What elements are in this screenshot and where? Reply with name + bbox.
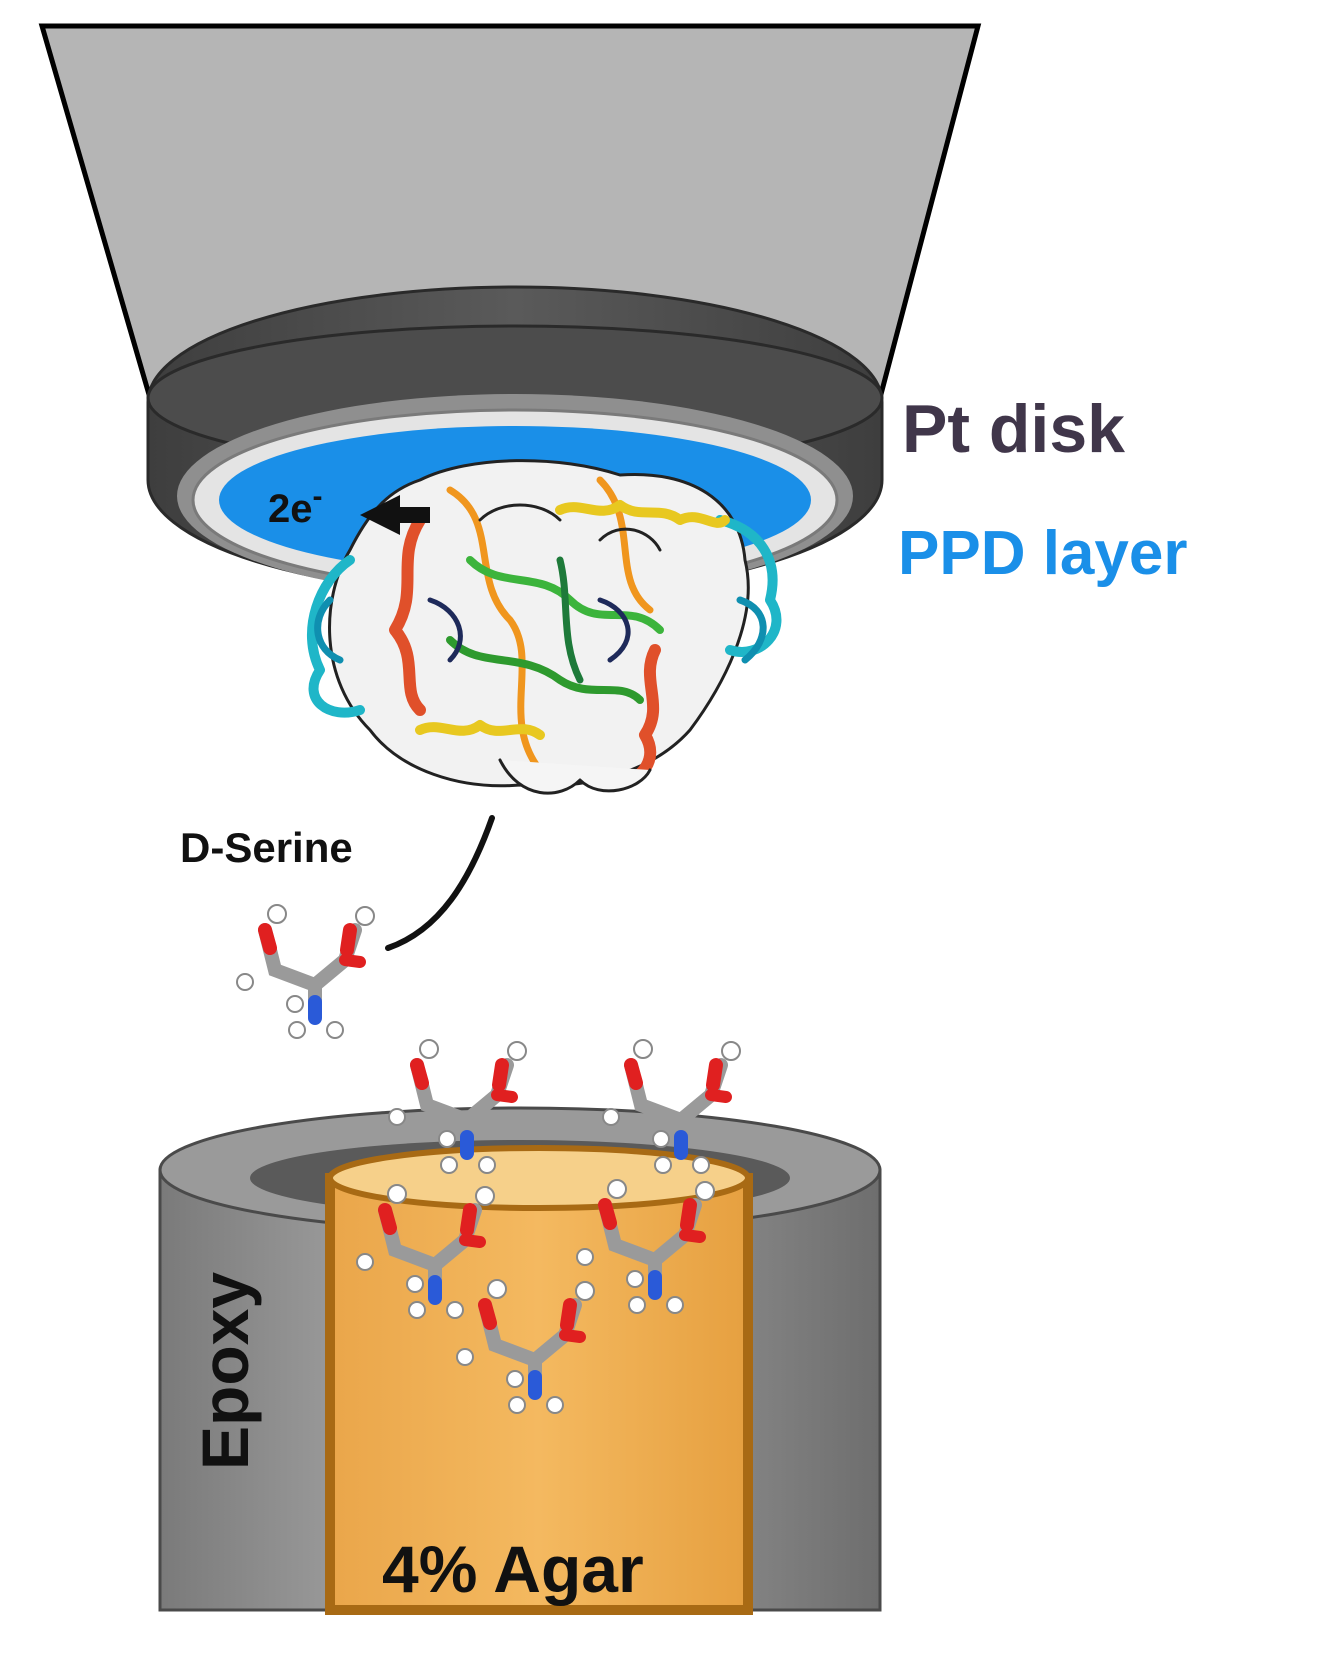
agar-top <box>327 1145 751 1211</box>
agar-label: 4% Agar <box>382 1532 644 1606</box>
pt-disk-label: Pt disk <box>902 391 1125 467</box>
d-serine-label: D-Serine <box>180 824 353 871</box>
d-serine-molecule-icon <box>236 904 375 1039</box>
ppd-layer-label: PPD layer <box>898 519 1188 588</box>
d-serine-pointer-line <box>385 815 495 951</box>
electron-arrow-icon <box>360 495 430 535</box>
enzyme-protein-icon <box>307 459 782 795</box>
epoxy-label: Epoxy <box>188 1272 262 1470</box>
electron-label: 2e- <box>268 480 323 531</box>
